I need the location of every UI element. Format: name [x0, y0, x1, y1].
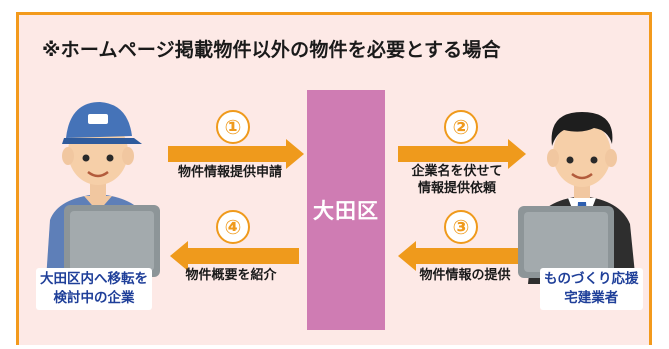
worker-icon — [46, 102, 160, 280]
center-entity-bar — [307, 90, 385, 330]
center-entity-label: 大田区 — [313, 199, 379, 223]
step-2-label-line2: 情報提供依頼 — [417, 181, 496, 196]
step-2-arrow — [398, 139, 526, 169]
step-1-label: 物件情報提供申請 — [177, 165, 282, 180]
right-party-line1: ものづくり応援 — [544, 271, 639, 287]
step-4-label: 物件概要を紹介 — [185, 268, 277, 283]
step-3-arrow — [398, 241, 520, 271]
right-party-caption: ものづくり応援 宅建業者 — [540, 268, 643, 310]
step-4-arrow — [170, 241, 299, 271]
step-3-label: 物件情報の提供 — [419, 268, 511, 283]
step-4-number: ④ — [216, 210, 250, 244]
step-2-label-line1: 企業名を伏せて — [411, 164, 503, 179]
businessman-icon — [518, 112, 636, 284]
left-party-line1: 大田区内へ移転を — [40, 271, 148, 287]
diagram-title: ※ホームページ掲載物件以外の物件を必要とする場合 — [42, 39, 501, 61]
left-party-line2: 検討中の企業 — [53, 290, 135, 306]
left-party-caption: 大田区内へ移転を 検討中の企業 — [36, 268, 152, 310]
step-2-number: ② — [444, 110, 478, 144]
step-2-label: 企業名を伏せて 情報提供依頼 — [392, 163, 522, 197]
step-1-number: ① — [216, 110, 250, 144]
right-party-line2: 宅建業者 — [564, 290, 619, 306]
step-3-number: ③ — [444, 210, 478, 244]
step-1-arrow — [168, 139, 304, 169]
